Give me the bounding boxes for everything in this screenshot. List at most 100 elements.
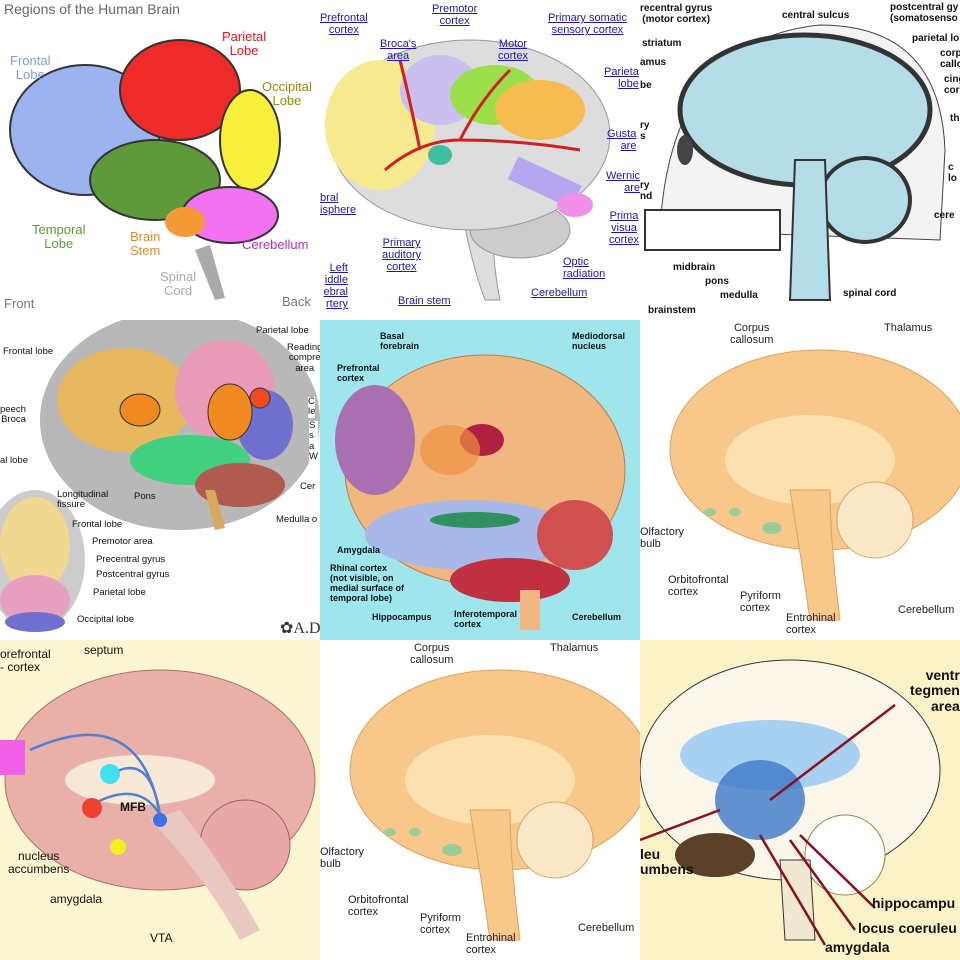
label-pons: Pons bbox=[134, 491, 156, 502]
label-prefrontal-cortex: orefrontal - cortex bbox=[0, 647, 51, 675]
label-pons: pons bbox=[705, 276, 729, 287]
link-brain-stem[interactable]: Brain stem bbox=[398, 295, 451, 307]
label-orbitofrontal-cortex: Orbitofrontal cortex bbox=[668, 574, 729, 599]
label-parietal-lobe: parietal lo bbox=[912, 33, 960, 44]
diagram-title: Regions of the Human Brain bbox=[4, 1, 180, 17]
label-longitudinal-fissure: Longitudinal fissure bbox=[57, 489, 109, 511]
label-pituitary-gland: ry nd bbox=[640, 180, 653, 202]
label-inferotemporal-cortex: Inferotemporal cortex bbox=[454, 609, 518, 629]
label-ventral-tegmental-area: ventr tegmen area bbox=[910, 667, 960, 714]
link-optic-radiation[interactable]: Optic radiation bbox=[563, 256, 606, 281]
link-cerebellum[interactable]: Cerebellum bbox=[531, 287, 588, 299]
link-brocas-area[interactable]: Broca's area bbox=[380, 38, 417, 63]
label-cerebellum: cere bbox=[934, 210, 955, 221]
reward-pathway-illustration bbox=[0, 669, 316, 940]
label-brainstem: brainstem bbox=[648, 305, 696, 316]
label-front: Front bbox=[4, 296, 35, 311]
link-cerebral-hemisphere[interactable]: bral isphere bbox=[320, 192, 357, 217]
memory-regions-illustration bbox=[335, 354, 626, 630]
label-speech-broca: peech Broca bbox=[0, 404, 26, 426]
link-prefrontal-cortex[interactable]: Prefrontal cortex bbox=[320, 12, 368, 37]
label-cerebellum: Cerebellum bbox=[898, 604, 955, 616]
adam-logo: ✿A.D bbox=[280, 620, 320, 637]
label-entrohinal-cortex: Entrohinal cortex bbox=[466, 932, 516, 957]
link-premotor-cortex[interactable]: Premotor cortex bbox=[432, 3, 478, 28]
label-wernicke-cropped: S s a W bbox=[309, 420, 318, 463]
label-orbitofrontal-cortex: Orbitofrontal cortex bbox=[348, 894, 409, 919]
label-occipital-lobe: Occipital lobe bbox=[77, 614, 135, 625]
label-parietal-lobe-top: Parietal lobe bbox=[93, 587, 146, 598]
label-frontal-lobe: Frontal lobe bbox=[3, 346, 54, 357]
link-wernickes-area[interactable]: Wernic are bbox=[606, 170, 640, 195]
label-cerebellum: Cerebellum bbox=[572, 612, 622, 622]
image-tile-brain-memory-regions[interactable]: Basal forebrain Mediodorsal nucleus Pref… bbox=[320, 320, 640, 640]
logo-text: A.D bbox=[293, 620, 320, 637]
olfactory-pathway-illustration bbox=[669, 349, 960, 621]
label-midbrain: midbrain bbox=[673, 262, 716, 273]
label-medulla: medulla bbox=[720, 290, 758, 301]
label-back: Back bbox=[282, 294, 311, 309]
label-nucleus-accumbens: nucleus accumbens bbox=[8, 849, 70, 877]
label-hippocampus: Hippocampus bbox=[372, 612, 432, 622]
link-parietal-lobe[interactable]: Parieta lobe bbox=[604, 66, 639, 91]
image-tile-brain-sagittal-blue[interactable]: recentral gyrus (motor cortex) central s… bbox=[640, 0, 960, 320]
label-temporal-lobe: Temporal Lobe bbox=[32, 222, 86, 252]
label-cingulate-cortex: cing cor bbox=[944, 74, 960, 96]
label-amygdala: Amygdala bbox=[337, 545, 381, 555]
label-corpus-callosum: corp callo bbox=[940, 48, 960, 70]
label-frontal-lobe-top: Frontal lobe bbox=[72, 519, 123, 530]
image-tile-brain-reward-pathway[interactable]: orefrontal - cortex septum MFB nucleus a… bbox=[0, 640, 320, 960]
label-occipital-lobe-cropped: C le bbox=[308, 396, 316, 418]
label-amygdala: amygdala bbox=[50, 892, 103, 906]
label-cerebellum: Cerebellum bbox=[242, 237, 309, 252]
label-corpus-callosum: Corpus callosum bbox=[410, 642, 454, 667]
label-pyriform-cortex: Pyriform cortex bbox=[740, 590, 781, 615]
cortex-areas-illustration bbox=[325, 39, 611, 301]
label-nucleus-accumbens: leu umbens bbox=[640, 846, 694, 878]
label-prefrontal-cortex: Prefrontal cortex bbox=[337, 363, 380, 383]
link-primary-visual-cortex[interactable]: Prima visua cortex bbox=[609, 210, 639, 247]
image-tile-brain-olfactory-1[interactable]: Corpus callosum Thalamus Olfactory bulb … bbox=[640, 320, 960, 640]
label-occipital-lobe: c lo bbox=[948, 162, 957, 184]
label-frontal-lobe: Frontal Lobe bbox=[10, 53, 51, 83]
label-parietal-lobe: Parietal Lobe bbox=[222, 29, 267, 59]
label-central-sulcus: central sulcus bbox=[782, 10, 850, 21]
label-amygdala: amygdala bbox=[825, 939, 890, 955]
label-striatum: striatum bbox=[642, 38, 682, 49]
label-pyriform-cortex: Pyriform cortex bbox=[420, 912, 461, 937]
label-olfactory-bulb: Olfactory bulb bbox=[320, 846, 365, 871]
image-tile-brain-regions[interactable]: Regions of the Human Brain Frontal Lobe … bbox=[0, 0, 320, 320]
label-spinal-cord: Spinal Cord bbox=[160, 269, 197, 299]
label-brain-stem: Brain Stem bbox=[130, 229, 161, 259]
link-left-middle-cerebral-artery[interactable]: Left iddle ebral rtery bbox=[323, 262, 348, 311]
label-locus-coeruleus: locus coeruleu bbox=[858, 920, 957, 936]
link-primary-somatic-sensory-cortex[interactable]: Primary somatic sensory cortex bbox=[548, 12, 627, 37]
image-tile-brain-limbic-system[interactable]: ventr tegmen area leu umbens hippocampu … bbox=[640, 640, 960, 960]
label-postcentral-gyrus: postcentral gy (somatosenso bbox=[890, 2, 959, 24]
sagittal-section-illustration bbox=[644, 24, 946, 301]
label-cerebellum: Cerebellum bbox=[578, 922, 635, 934]
label-olfactory-bulbs: ry s bbox=[640, 120, 650, 142]
label-thalamus-cropped: amus bbox=[640, 57, 667, 68]
link-gustatory-area[interactable]: Gusta are bbox=[607, 128, 637, 153]
label-basal-forebrain: Basal forebrain bbox=[380, 331, 420, 351]
label-septum: septum bbox=[84, 643, 124, 657]
label-entrohinal-cortex: Entrohinal cortex bbox=[786, 612, 836, 637]
image-tile-brain-olfactory-2[interactable]: Corpus callosum Thalamus Olfactory bulb … bbox=[320, 640, 640, 960]
limbic-system-illustration bbox=[640, 659, 941, 946]
image-tile-brain-lobes-adam[interactable]: Parietal lobe Frontal lobe Reading compr… bbox=[0, 320, 320, 640]
label-thalamus: th bbox=[950, 113, 960, 124]
label-mediodorsal-nucleus: Mediodorsal nucleus bbox=[572, 331, 626, 351]
label-parietal-lobe: Parietal lobe bbox=[256, 325, 309, 336]
link-motor-cortex[interactable]: Motor cortex bbox=[498, 38, 528, 63]
label-precentral-gyrus: Precentral gyrus bbox=[96, 554, 166, 565]
image-tile-brain-cortex-areas[interactable]: Prefrontal cortex Premotor cortex Broca'… bbox=[320, 0, 640, 320]
label-corpus-callosum: Corpus callosum bbox=[730, 322, 774, 347]
label-thalamus: Thalamus bbox=[884, 322, 933, 334]
label-cerebellum: Cer bbox=[300, 481, 316, 492]
label-premotor-area: Premotor area bbox=[92, 536, 153, 547]
label-lobe-cropped: be bbox=[640, 80, 652, 91]
link-primary-auditory-cortex[interactable]: Primary auditory cortex bbox=[382, 237, 422, 274]
label-hippocampus: hippocampu bbox=[872, 895, 956, 911]
